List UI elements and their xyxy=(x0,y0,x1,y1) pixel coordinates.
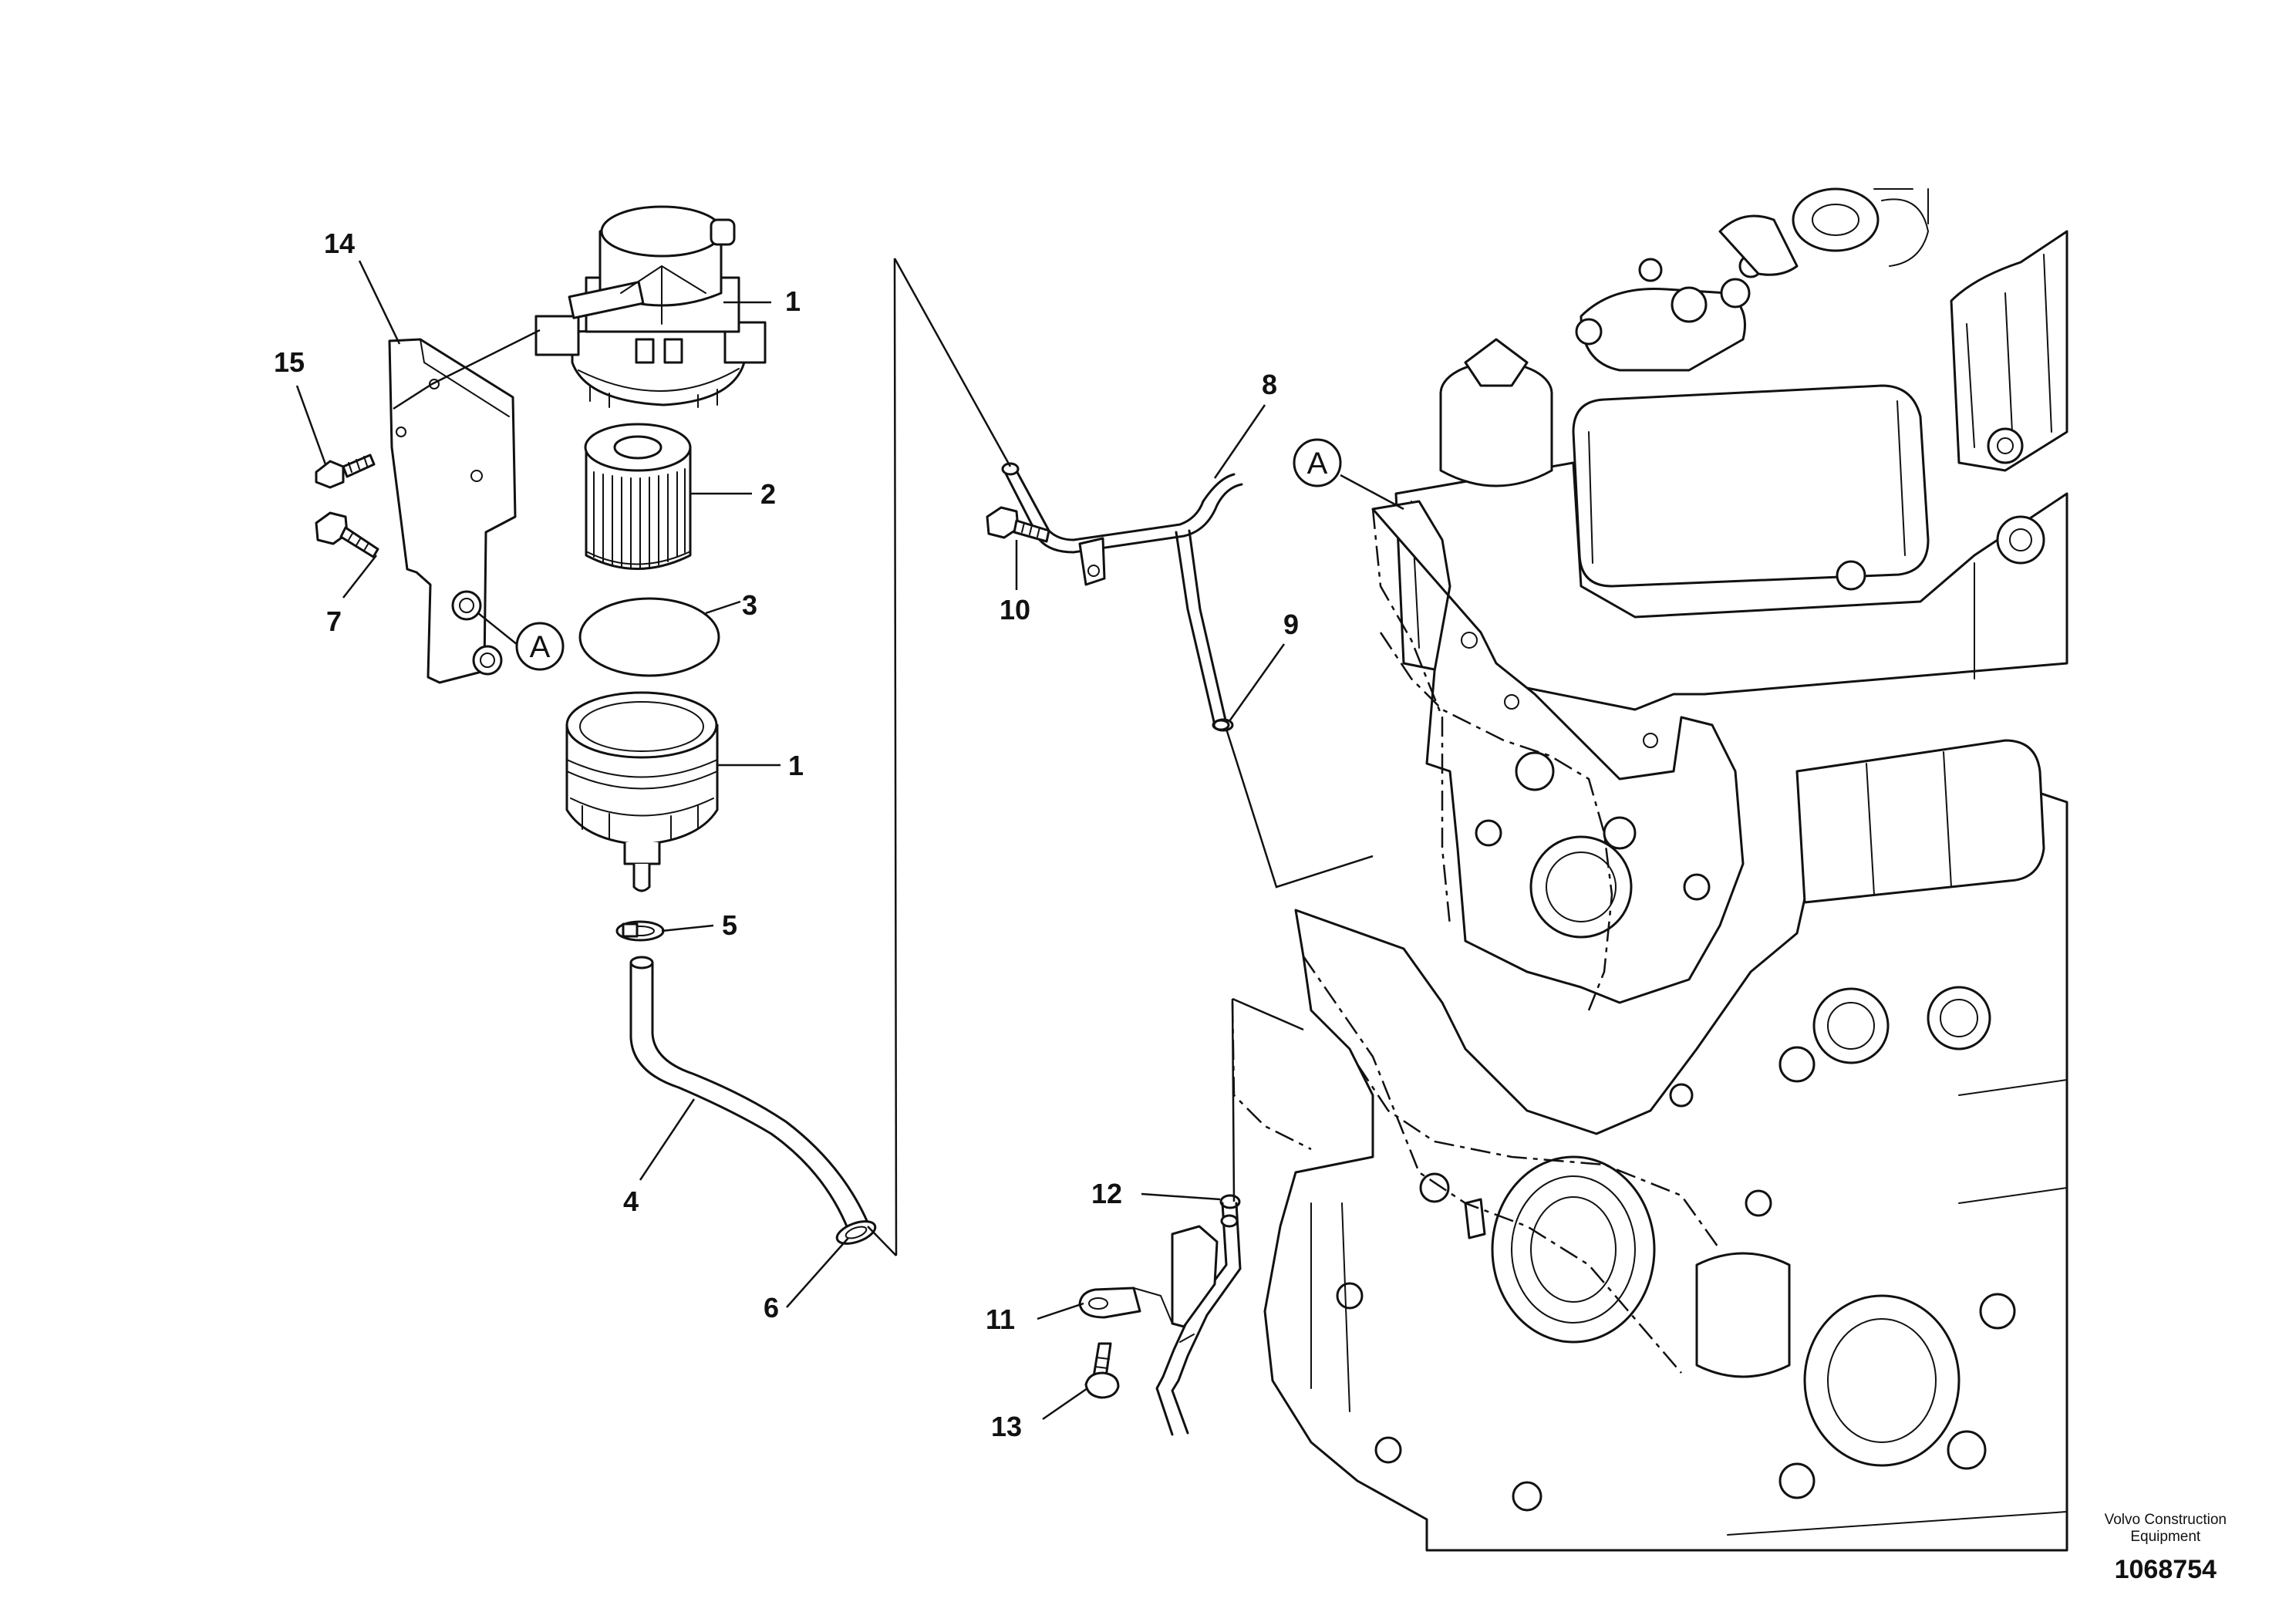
part-label-1-lower: 1 xyxy=(788,750,804,781)
leader-p9 xyxy=(1228,643,1286,722)
part-label-12: 12 xyxy=(1091,1178,1122,1209)
mounting-bracket xyxy=(388,338,517,684)
phantom-outline-block xyxy=(1356,1064,1721,1250)
connector-9-bottom xyxy=(1225,728,1374,889)
bolt-7 xyxy=(315,511,379,558)
phantom-outline-front xyxy=(1302,956,1682,1374)
leader-a-bracket xyxy=(477,612,522,649)
part-label-2: 2 xyxy=(760,478,776,510)
leader-p11 xyxy=(1037,1302,1084,1320)
return-pipe xyxy=(1001,462,1243,731)
ref-a-bracket-text: A xyxy=(530,630,551,664)
reference-callout-a-bracket: A xyxy=(515,622,565,671)
phantom-outline-cover xyxy=(1379,632,1613,1011)
part-label-11: 11 xyxy=(986,1303,1015,1335)
separator-line xyxy=(893,258,898,1256)
leader-p7 xyxy=(342,555,377,599)
part-label-9: 9 xyxy=(1283,609,1299,640)
part-label-3: 3 xyxy=(742,589,757,621)
leader-engine-a-to-bracket xyxy=(393,329,541,410)
part-label-6: 6 xyxy=(764,1292,779,1324)
leader-p4 xyxy=(639,1098,696,1181)
part-label-15: 15 xyxy=(274,346,305,378)
part-label-5: 5 xyxy=(722,909,737,941)
connector-6-bottom xyxy=(867,1226,897,1256)
leader-p14 xyxy=(358,260,401,345)
part-label-7: 7 xyxy=(326,605,342,637)
filter-head xyxy=(534,205,767,408)
part-label-8: 8 xyxy=(1262,369,1277,400)
leader-p6 xyxy=(786,1237,849,1308)
footer-brand-block: Volvo Construction Equipment 1068754 xyxy=(2105,1512,2227,1585)
ref-a-engine-text: A xyxy=(1307,447,1328,481)
connector-8-top xyxy=(893,258,1012,467)
connector-11-engine xyxy=(1232,997,1304,1031)
leader-p3 xyxy=(705,600,741,615)
phantom-outline-head xyxy=(1371,508,1451,926)
leader-a-engine xyxy=(1340,474,1404,511)
leader-p8 xyxy=(1213,404,1266,479)
leader-p13 xyxy=(1042,1387,1088,1421)
feed-pipe xyxy=(1078,1202,1242,1436)
reference-callout-a-engine: A xyxy=(1293,438,1342,487)
engine-block xyxy=(1263,187,2068,1552)
filter-bowl xyxy=(565,691,719,892)
bolt-13 xyxy=(1084,1342,1120,1399)
manufacturer-line-1: Volvo Construction xyxy=(2104,1512,2227,1528)
bolt-10 xyxy=(986,506,1050,543)
o-ring-12-seat xyxy=(1220,1214,1239,1228)
leader-p5 xyxy=(661,924,714,932)
leader-p15 xyxy=(295,385,327,465)
part-label-10: 10 xyxy=(1000,594,1030,626)
hose-clamp-upper xyxy=(615,920,665,942)
manufacturer-line-2: Equipment xyxy=(2130,1529,2201,1545)
o-ring xyxy=(578,597,720,677)
part-label-4: 4 xyxy=(623,1185,639,1217)
o-ring-12 xyxy=(1219,1194,1241,1209)
hose-clamp-lower xyxy=(835,1220,877,1245)
document-number: 1068754 xyxy=(2114,1555,2217,1584)
o-ring-9 xyxy=(1212,718,1234,732)
part-label-13: 13 xyxy=(991,1411,1022,1442)
phantom-outline-pipe xyxy=(1231,1002,1312,1151)
fuel-hose xyxy=(629,956,869,1232)
part-label-1-upper: 1 xyxy=(785,285,801,317)
part-label-14: 14 xyxy=(324,228,355,259)
leader-p12 xyxy=(1141,1192,1221,1201)
filter-element xyxy=(584,423,692,570)
bolt-15 xyxy=(315,454,376,489)
